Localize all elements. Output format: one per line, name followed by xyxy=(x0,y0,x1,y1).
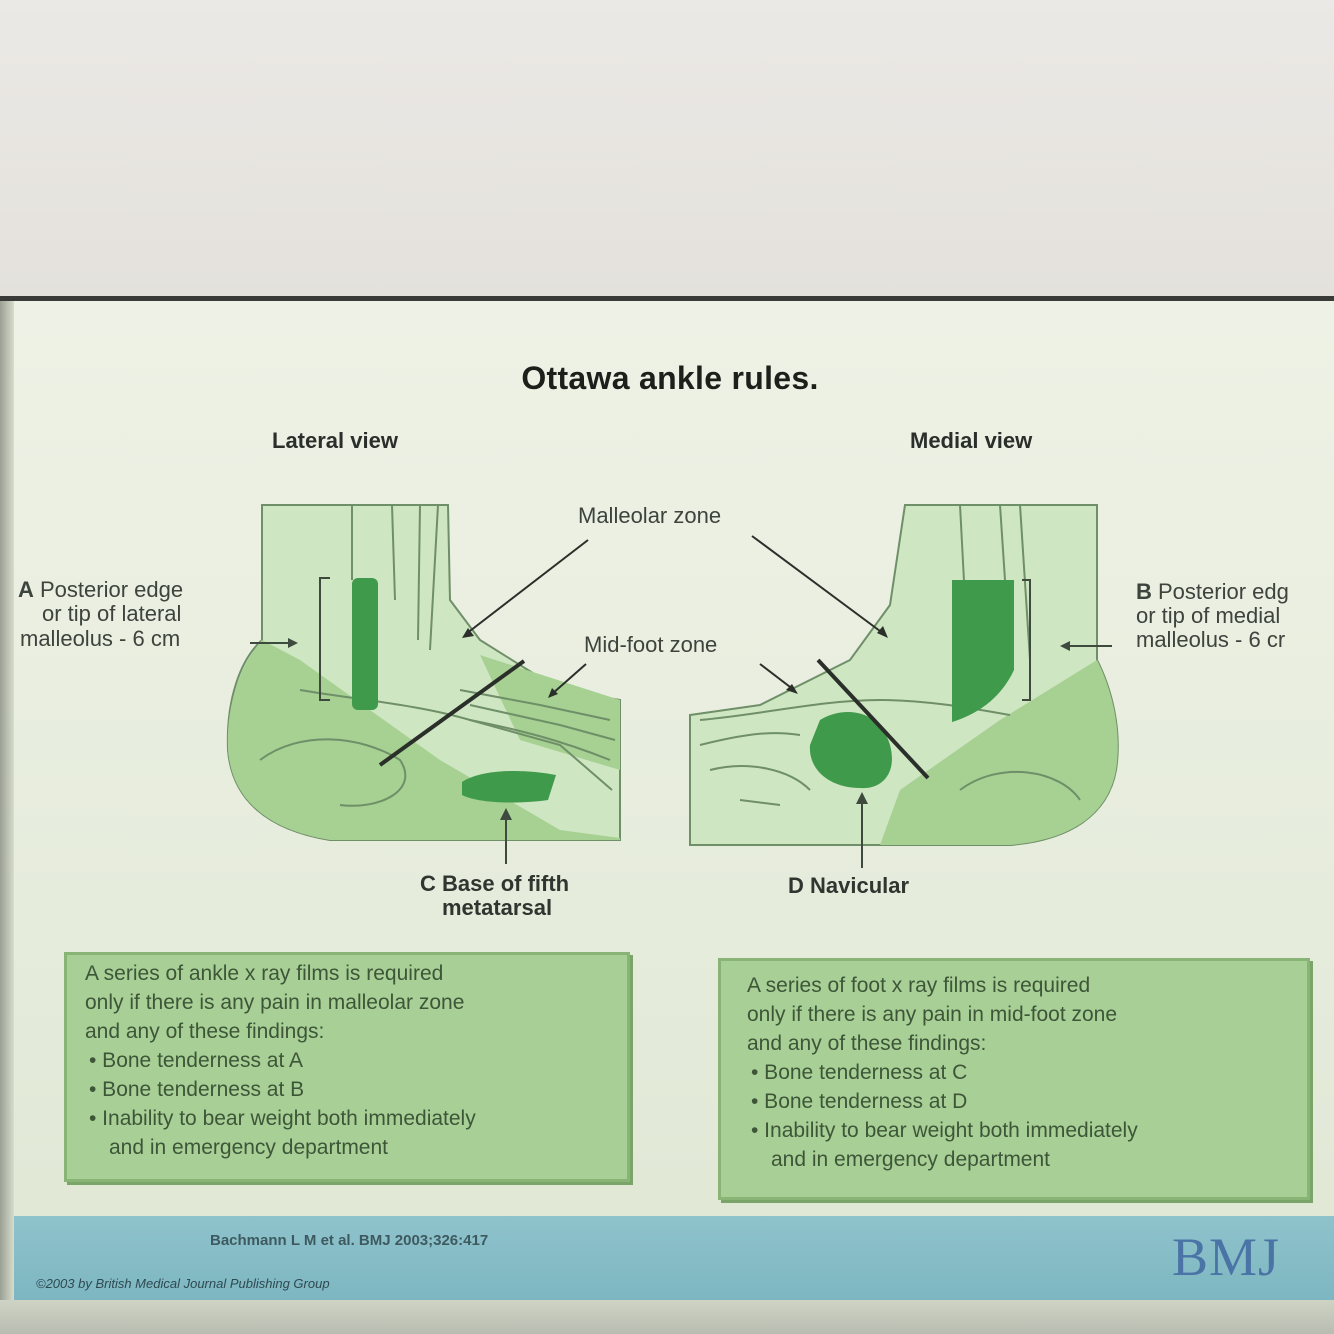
arrow-d-head xyxy=(856,792,868,804)
medial-6cm-bracket xyxy=(1022,579,1031,701)
lateral-tibia-fibula-lines xyxy=(351,504,439,651)
arrow-c-head xyxy=(500,808,512,820)
medial-metatarsal-lines xyxy=(699,732,811,806)
reference-citation: Bachmann L M et al. BMJ 2003;326:417 xyxy=(210,1232,489,1249)
foot-finding-1: • Bone tenderness at C xyxy=(751,1061,968,1084)
slide-title: Ottawa ankle rules. xyxy=(521,360,819,396)
label-b-line2: or tip of medial xyxy=(1136,603,1281,628)
ankle-finding-1: • Bone tenderness at A xyxy=(89,1049,303,1072)
bmj-logo: BMJ xyxy=(1172,1227,1281,1287)
fifth-metatarsal-marker xyxy=(462,770,556,803)
midfoot-zone-label: Mid-foot zone xyxy=(584,632,718,657)
foot-finding-2: • Bone tenderness at D xyxy=(751,1090,968,1113)
label-c-line2: metatarsal xyxy=(442,895,553,920)
ankle-intro-2: only if there is any pain in malleolar z… xyxy=(85,991,465,1014)
foot-intro-2: only if there is any pain in mid-foot zo… xyxy=(747,1003,1118,1026)
midfoot-zone-pointer-lateral xyxy=(551,663,587,695)
medial-midfoot-line xyxy=(816,658,930,780)
lateral-malleolus-marker xyxy=(352,578,378,710)
label-a-letter: A xyxy=(18,577,34,602)
label-c-letter: C xyxy=(420,871,436,896)
ankle-finding-3: • Inability to bear weight both immediat… xyxy=(89,1107,476,1130)
lateral-heel-zone xyxy=(227,640,621,840)
label-b: B Posterior edg xyxy=(1136,580,1289,604)
label-d-line1: Navicular xyxy=(803,873,910,898)
foot-finding-3: • Inability to bear weight both immediat… xyxy=(751,1119,1138,1142)
arrow-b-head xyxy=(1060,641,1070,651)
foot-xray-criteria-box: A series of foot x ray films is required… xyxy=(718,958,1310,1200)
ankle-intro-1: A series of ankle x ray films is require… xyxy=(85,962,444,985)
ankle-xray-criteria-box: A series of ankle x ray films is require… xyxy=(64,952,630,1182)
label-a-line3: malleolus - 6 cm xyxy=(20,626,181,651)
lateral-forefoot-zone xyxy=(480,655,620,770)
midfoot-zone-pointer-medial xyxy=(759,663,795,691)
medial-malleolus-marker xyxy=(952,580,1014,722)
label-b-line1: Posterior edg xyxy=(1151,579,1289,604)
foot-intro-1: A series of foot x ray films is required xyxy=(747,974,1091,997)
medial-calcaneus-contour xyxy=(959,770,1081,801)
foot-intro-3: and any of these findings: xyxy=(747,1032,987,1055)
navicular-marker xyxy=(809,712,892,789)
lateral-6cm-bracket xyxy=(319,577,330,701)
label-a-line2: or tip of lateral xyxy=(42,601,182,626)
foot-box-text: A series of foot x ray films is required… xyxy=(721,961,1307,1174)
medial-view-label: Medial view xyxy=(910,428,1033,453)
label-b-line3: malleolus - 6 cr xyxy=(1136,627,1286,652)
lateral-calcaneus-contour xyxy=(259,738,407,807)
ankle-box-text: A series of ankle x ray films is require… xyxy=(67,955,627,1162)
screen-left-bezel xyxy=(0,301,14,1301)
medial-foot-illustration xyxy=(689,504,1119,868)
malleolar-zone-pointer-medial xyxy=(751,535,885,635)
malleolar-zone-pointer-lateral xyxy=(465,539,589,635)
screen-top-bezel xyxy=(0,296,1334,301)
label-a: A Posterior edge xyxy=(18,578,183,602)
lateral-foot-illustration xyxy=(226,504,621,864)
ankle-finding-2: • Bone tenderness at B xyxy=(89,1078,305,1101)
ankle-finding-3-cont: and in emergency department xyxy=(109,1136,388,1159)
background-wall xyxy=(0,0,1334,300)
label-d-letter: D xyxy=(788,873,804,898)
screen-bottom-bezel xyxy=(0,1300,1334,1334)
malleolar-zone-label: Malleolar zone xyxy=(578,503,722,528)
label-c-line1: Base of fifth xyxy=(435,871,570,896)
label-d: D Navicular xyxy=(788,874,909,898)
label-a-line1: Posterior edge xyxy=(33,577,184,602)
medial-heel-zone xyxy=(880,660,1118,845)
copyright-notice: ©2003 by British Medical Journal Publish… xyxy=(36,1276,330,1291)
lateral-view-label: Lateral view xyxy=(272,428,398,453)
lateral-midfoot-line xyxy=(378,659,526,767)
lateral-metatarsal-lines xyxy=(459,689,616,791)
foot-finding-3-cont: and in emergency department xyxy=(771,1148,1050,1171)
label-b-letter: B xyxy=(1136,579,1152,604)
label-c: C Base of fifth xyxy=(420,872,569,896)
arrow-a-head xyxy=(288,638,298,648)
ankle-intro-3: and any of these findings: xyxy=(85,1020,325,1043)
footer-band xyxy=(14,1216,1334,1300)
